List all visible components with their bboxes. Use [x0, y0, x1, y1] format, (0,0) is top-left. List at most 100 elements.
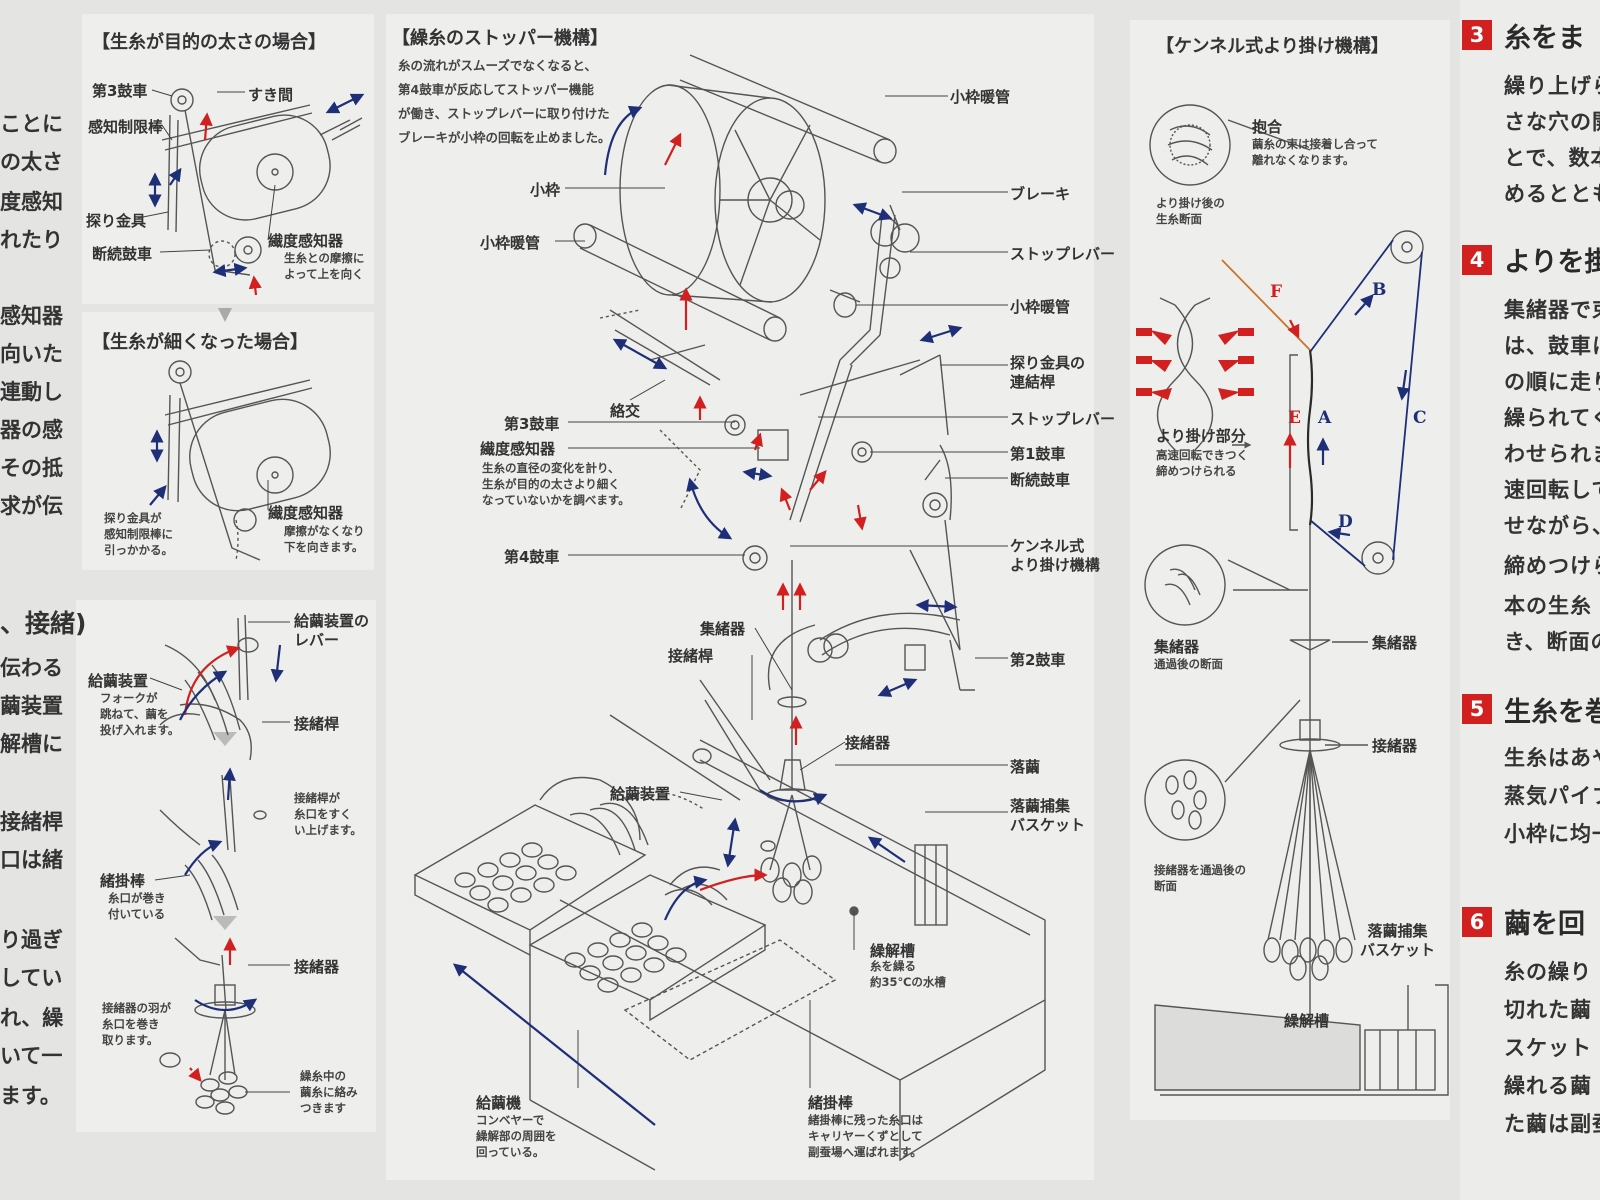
blue-arrows: [148, 93, 1411, 1126]
label-rod: 接緒桿: [294, 715, 340, 733]
main-description: 糸の流れがスムーズでなくなると、 第4鼓車が反応してストッパー機能 が働き、スト…: [398, 58, 611, 145]
left-edge-line: り過ぎ: [0, 928, 63, 952]
left-edge-line: 繭装置: [0, 694, 63, 718]
section-line: わせられま: [1504, 442, 1600, 466]
label-feeler-note: 探り金具が 感知制限棒に 引っかかる。: [104, 511, 173, 557]
main-title: 【繰糸のストッパー機構】: [392, 28, 608, 49]
label-kennel: ケンネル式 より掛け機構: [1010, 537, 1100, 574]
label-collector-kennel: 集緒器: [1154, 638, 1200, 656]
label-feeder-note: フォークが 跳ねて、繭を 投げ入れます。: [100, 691, 180, 737]
panel-thin-case: [82, 312, 374, 570]
label-brush-main: 緒掛棒: [808, 1094, 854, 1112]
label-drum3-main: 第3鼓車: [504, 415, 560, 433]
section-line: とで、数本: [1504, 146, 1600, 170]
label-reel-pipe-top: 小枠暖管: [950, 88, 1011, 106]
label-sensor: 繊度感知器: [268, 232, 344, 250]
label-reel-pipe-right: 小枠暖管: [1010, 298, 1071, 316]
left-edge-line: 度感知: [0, 190, 63, 214]
section-number: 3: [1462, 20, 1492, 50]
label-section-after: より掛け後の 生糸断面: [1156, 196, 1225, 226]
left-edge-line: れ、繰: [0, 1006, 64, 1030]
label-basket-main: 落繭捕集 バスケット: [1010, 797, 1086, 834]
section-line: 繰り上げら: [1504, 74, 1600, 98]
section-line: き、断面の: [1504, 630, 1600, 654]
label-sensor-main-note: 生糸の直径の変化を計り、 生糸が目的の太さより細く なっていないかを調べます。: [482, 461, 630, 507]
section-number: 6: [1462, 907, 1492, 937]
label-stop-lever: ストップレバー: [1010, 410, 1116, 428]
left-edge-line: 接緒桿: [0, 810, 63, 834]
section-line: 集緒器で束: [1504, 298, 1600, 322]
label-drum1: 第1鼓車: [1010, 445, 1066, 463]
label-basket-kennel: 落繭捕集 バスケット: [1360, 922, 1436, 959]
belt-letter-f: F: [1270, 282, 1283, 302]
label-basin-note: 糸を繰る 約35℃の水槽: [870, 959, 946, 989]
belt-letter-d: D: [1338, 512, 1353, 532]
label-hold-note: 繭糸の束は接着し合って 離れなくなります。: [1252, 137, 1378, 167]
label-brush-note: 糸口が巻き 付いている: [108, 891, 166, 921]
left-edge-line: してい: [0, 966, 63, 990]
left-edge-line: 感知器: [0, 304, 63, 328]
label-feed-machine-note: コンベヤーで 繰解部の周囲を 回っている。: [476, 1113, 557, 1159]
left-edge-line: の太さ: [0, 150, 63, 174]
section-line: 切れた繭: [1504, 998, 1592, 1022]
label-drum4: 第4鼓車: [504, 548, 560, 566]
section-line: 糸の繰り: [1504, 960, 1592, 984]
compression-arrows: [1136, 328, 1254, 400]
label-collector-main: 集緒器: [700, 620, 746, 638]
leader-lines: [137, 89, 1008, 1093]
belt-letter-c: C: [1413, 408, 1427, 428]
label-connector-right: 接緒器: [1372, 737, 1418, 755]
left-edge-line: いて一: [0, 1044, 63, 1068]
left-edge-line: 器の感: [0, 418, 63, 442]
label-stop-lever-top: ストップレバー: [1010, 245, 1116, 263]
left-edge-line: 向いた: [0, 342, 63, 366]
label-connector-main: 接緒器: [845, 734, 891, 752]
section-line: 蒸気パイプ: [1504, 784, 1600, 808]
red-arrows: [183, 112, 1300, 1083]
section-line: 繰られてく: [1504, 406, 1600, 430]
section-line: た繭は副蚕: [1504, 1112, 1600, 1136]
label-reel: 小枠: [530, 181, 561, 199]
panel-thick-case: [82, 14, 374, 304]
left-edge-line: ことに: [0, 112, 63, 136]
feeder-drawing: [159, 614, 267, 1115]
label-basin-kennel: 繰解槽: [1284, 1012, 1330, 1030]
section-line: スケット: [1504, 1036, 1592, 1060]
label-gap: すき間: [248, 86, 294, 104]
label-sensor-thin: 繊度感知器: [268, 504, 344, 522]
panel-right-text: [1460, 0, 1600, 1200]
section-heading: 繭を回: [1504, 909, 1585, 940]
label-twist-note: 繰糸中の 繭糸に絡み つきます: [300, 1069, 358, 1115]
left-edge-line: 口は緒: [0, 848, 63, 872]
section-line: の順に走り: [1504, 370, 1600, 394]
section-line: 速回転して: [1504, 478, 1600, 502]
belt-letter-e: E: [1288, 408, 1301, 428]
label-feed-machine: 給繭機: [476, 1094, 522, 1112]
section-heading: 糸をま: [1504, 23, 1585, 54]
label-sensor-note: 生糸との摩擦に よって上を向く: [284, 251, 365, 281]
section-line: さな穴の開: [1504, 110, 1600, 134]
section-line: 締めつけら: [1504, 554, 1600, 578]
section-number: 5: [1462, 694, 1492, 724]
left-edge-line: 求が伝: [0, 494, 63, 518]
section-line: 繰れる繭: [1504, 1074, 1592, 1098]
belt-letter-a: A: [1318, 408, 1332, 428]
left-edge-line: 解槽に: [0, 732, 63, 756]
section-line: 本の生糸: [1504, 594, 1592, 618]
label-sensor-main: 繊度感知器: [480, 440, 556, 458]
section-line: は、鼓車に: [1504, 334, 1600, 358]
section-line: せながら、: [1504, 514, 1600, 538]
section-number: 4: [1462, 245, 1492, 275]
label-feeder-main: 給繭装置: [610, 785, 671, 803]
label-rod-main: 接緒桿: [668, 647, 714, 665]
left-edge-line: ます。: [0, 1084, 61, 1108]
label-brush: 緒掛棒: [100, 872, 146, 890]
main-mechanism-drawing: [413, 54, 1046, 1171]
label-connector: 接緒器: [294, 958, 340, 976]
label-drum2: 第2鼓車: [1010, 651, 1066, 669]
label-drum3: 第3鼓車: [92, 82, 148, 100]
label-sensor-thin-note: 摩擦がなくなり 下を向きます。: [284, 524, 365, 554]
label-connector-note: 接緒器の羽が 糸口を巻き 取ります。: [102, 1001, 171, 1047]
label-connector-kennel-note: 接緒器を通過後の 断面: [1154, 863, 1246, 893]
